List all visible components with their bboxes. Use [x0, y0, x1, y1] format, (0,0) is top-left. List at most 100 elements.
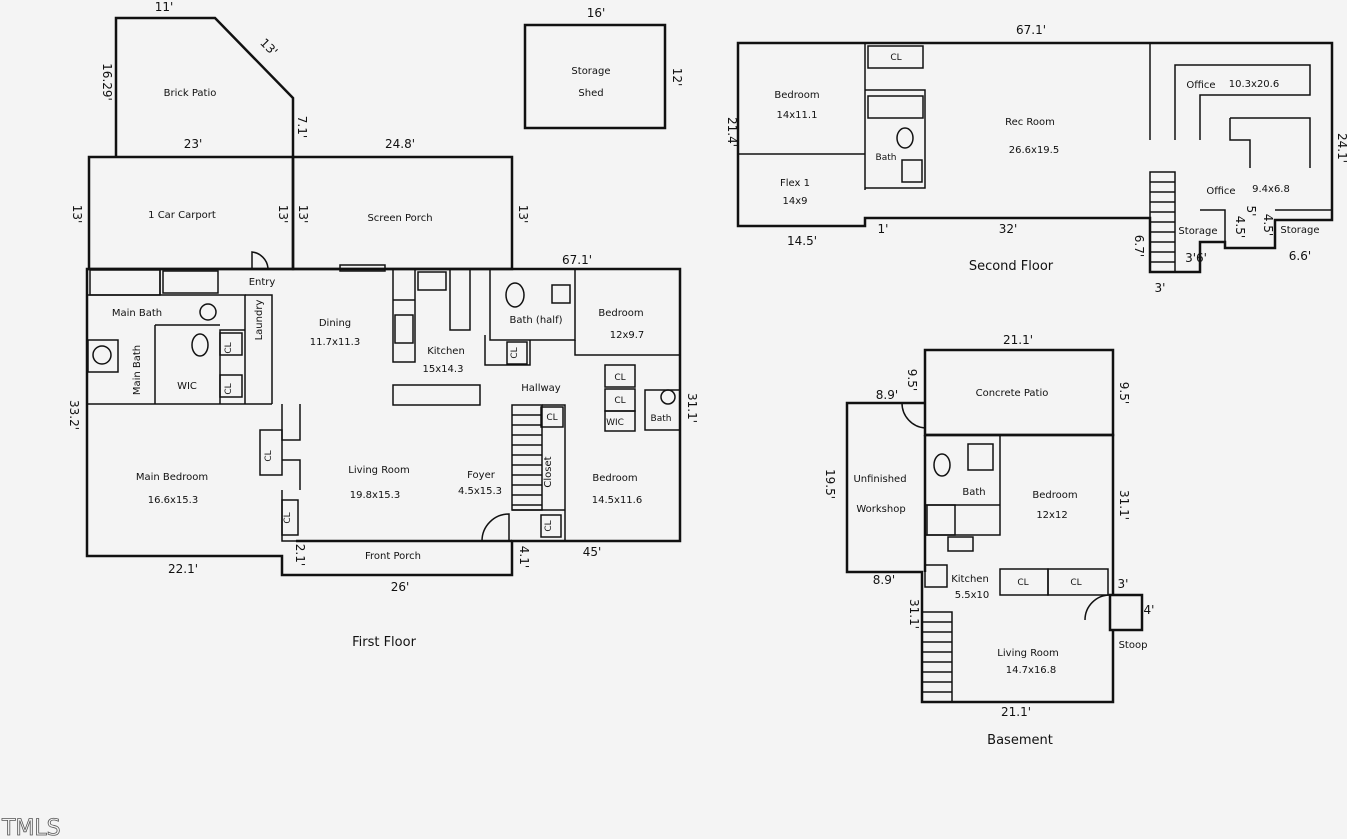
label-rec-room: Rec Room: [1005, 117, 1055, 128]
main-bath-walls: [87, 269, 246, 405]
closet-walls: [512, 404, 566, 541]
dim-patio-diag: 13': [257, 36, 280, 59]
dim-2f-left: 21.4': [725, 117, 739, 147]
stoop-door: [1084, 594, 1111, 621]
closet-cl-box: [540, 514, 562, 538]
wic-shelf: [219, 374, 243, 398]
dim-patio-right: 7.1': [295, 116, 309, 138]
basement-outline: [845, 401, 1115, 704]
label-living-room-bsmt: Living Room: [997, 648, 1058, 659]
laundry-walls: [245, 294, 273, 405]
dim-2f-storage-h2: 5': [1244, 206, 1258, 217]
dim-front-porch-left: 2.1': [293, 544, 307, 566]
dim-bsmt-workshop-top: 8.9': [876, 388, 898, 402]
label-entry: Entry: [249, 277, 276, 288]
title-first-floor: First Floor: [352, 635, 416, 650]
label-cl-bsmt-2: CL: [1070, 578, 1081, 588]
watermark-logo: TMLS: [1, 816, 61, 839]
kitchen-sink: [417, 271, 447, 291]
label-brick-patio: Brick Patio: [164, 88, 217, 99]
living-cl: [259, 429, 283, 476]
label-kitchen: Kitchen: [427, 346, 465, 357]
title-second-floor: Second Floor: [969, 259, 1054, 274]
label-living-room-size: 19.8x15.3: [350, 490, 400, 501]
label-bedroom-bsmt-size: 12x12: [1036, 510, 1067, 521]
shower: [926, 504, 956, 536]
label-storage-2: Storage: [1280, 225, 1319, 236]
basement: [845, 348, 1144, 704]
storage-shed-outline: [523, 23, 667, 130]
label-workshop-1: Unfinished: [853, 474, 906, 485]
kitchen-walls: [392, 269, 481, 406]
bed-wic: [604, 410, 636, 432]
dim-bsmt-bottom: 21.1': [1001, 705, 1031, 719]
bath-walls: [925, 435, 1001, 536]
label-living-cl-2: CL: [283, 512, 293, 523]
main-bath-cl: [219, 332, 243, 356]
label-living-room-bsmt-size: 14.7x16.8: [1006, 665, 1056, 676]
label-office-1: Office: [1186, 80, 1215, 91]
label-cl-main-2: CL: [224, 383, 234, 394]
toilet: [896, 127, 914, 149]
dim-porch-right: 13': [516, 205, 530, 224]
half-bath-cl: [506, 341, 528, 365]
label-bath-bsmt: Bath: [962, 487, 985, 498]
dim-2f-stair-w: 3': [1155, 281, 1166, 295]
storage-walls: [1200, 209, 1332, 242]
sliding-door: [339, 264, 386, 272]
stove: [924, 564, 948, 588]
dim-bsmt-patio-top: 21.1': [1003, 333, 1033, 347]
dim-2f-step: 1': [878, 222, 889, 236]
label-cl-bsmt-1: CL: [1017, 578, 1028, 588]
label-dining-size: 11.7x11.3: [310, 337, 360, 348]
dim-2f-stair-h: 6.7': [1132, 235, 1146, 257]
label-closet: Closet: [543, 456, 554, 487]
label-carport: 1 Car Carport: [148, 210, 216, 221]
half-bath-toilet: [505, 282, 525, 308]
dim-bsmt-stoop-right: 4': [1144, 603, 1155, 617]
label-flex: Flex 1: [780, 178, 810, 189]
label-bedroom-se: Bedroom: [592, 473, 637, 484]
stoop-outline: [1108, 593, 1144, 632]
label-hallway: Hallway: [521, 383, 561, 394]
label-screen-porch: Screen Porch: [367, 213, 432, 224]
main-bath-sink: [199, 303, 217, 321]
entry-door: [251, 251, 269, 269]
workshop-door: [901, 402, 926, 429]
main-bath-vanity: [87, 339, 119, 373]
stair-treads: [922, 621, 952, 693]
label-bath-2f: Bath: [876, 153, 897, 163]
dim-2f-storage-right-w: 6.6': [1289, 249, 1311, 263]
label-bedroom-2f: Bedroom: [774, 90, 819, 101]
label-bath-bed: Bath: [651, 414, 672, 424]
main-bath-tub: [162, 270, 219, 294]
dim-carport-top: 23': [184, 137, 203, 151]
cl-box-2: [1047, 568, 1109, 596]
title-basement: Basement: [987, 733, 1053, 748]
dim-2f-storage-h1: 4.5': [1233, 216, 1247, 238]
first-floor: [85, 16, 682, 577]
dim-bsmt-stoop-top: 3': [1118, 577, 1129, 591]
dim-house-top: 67.1': [562, 253, 592, 267]
dim-2f-storage-w: 3'6': [1185, 251, 1207, 265]
label-main-bedroom: Main Bedroom: [136, 472, 208, 483]
dim-house-bottom: 45': [583, 545, 602, 559]
label-dining: Dining: [319, 318, 351, 329]
kitchen-sink: [947, 536, 974, 552]
label-bedroom-se-size: 14.5x11.6: [592, 495, 642, 506]
label-workshop-2: Workshop: [856, 504, 905, 515]
dim-2f-storage-h3: 4.5': [1261, 214, 1275, 236]
label-main-bath-side: Main Bath: [132, 345, 143, 395]
dim-front-porch-right: 4.1': [517, 546, 531, 568]
label-bedroom-bsmt: Bedroom: [1032, 490, 1077, 501]
label-kitchen-bsmt: Kitchen: [951, 574, 989, 585]
label-storage-shed-2: Shed: [578, 88, 603, 99]
bed-bath: [644, 389, 681, 431]
dim-porch-top: 24.8': [385, 137, 415, 151]
dim-bsmt-right: 31.1': [1117, 490, 1131, 520]
label-bed-cl-1: CL: [614, 373, 625, 383]
dim-patio-top: 11': [155, 0, 174, 14]
cl-box: [867, 45, 924, 69]
label-laundry: Laundry: [254, 300, 265, 341]
